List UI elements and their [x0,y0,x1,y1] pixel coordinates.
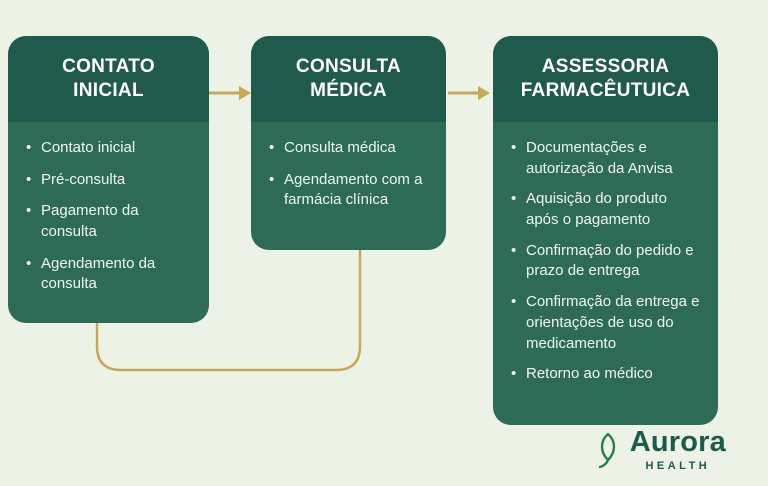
brand-name: Aurora [629,426,726,458]
card-header: CONSULTA MÉDICA [251,36,446,122]
logo-text: Aurora HEALTH [629,426,726,473]
card-assessoria-farmaceutica: ASSESSORIA FARMACÊUTUICA Documentações e… [493,36,718,425]
card-header: CONTATO INICIAL [8,36,209,122]
list-item: Consulta médica [269,138,430,159]
arrow-right-icon [209,86,251,100]
list-item: Confirmação da entrega e orientações de … [511,292,702,354]
logo: Aurora HEALTH [595,428,726,472]
bullet-list: Contato inicial Pré-consulta Pagamento d… [26,138,193,295]
arrow-right-icon [448,86,490,100]
list-item: Aquisição do produto após o pagamento [511,189,702,230]
card-title: CONTATO [62,55,155,77]
card-body: Contato inicial Pré-consulta Pagamento d… [8,122,209,318]
card-title: FARMACÊUTUICA [520,80,691,101]
list-item: Retorno ao médico [511,364,702,385]
card-contato-inicial: CONTATO INICIAL Contato inicial Pré-cons… [8,36,209,323]
card-body: Consulta médica Agendamento com a farmác… [251,122,446,234]
bullet-list: Consulta médica Agendamento com a farmác… [269,138,430,211]
list-item: Pré-consulta [26,170,193,191]
card-header: ASSESSORIA FARMACÊUTUICA [493,36,718,122]
card-title: CONSULTA [295,55,402,77]
list-item: Agendamento com a farmácia clínica [269,170,430,211]
card-title: ASSESSORIA [541,55,670,77]
bullet-list: Documentações e autorização da Anvisa Aq… [511,138,702,385]
list-item: Contato inicial [26,138,193,159]
card-title: MÉDICA [310,80,387,101]
card-title: INICIAL [73,80,144,101]
list-item: Documentações e autorização da Anvisa [511,138,702,179]
brand-subtitle: HEALTH [645,460,711,472]
list-item: Agendamento da consulta [26,254,193,295]
list-item: Confirmação do pedido e prazo de entrega [511,241,702,282]
card-consulta-medica: CONSULTA MÉDICA Consulta médica Agendame… [251,36,446,250]
list-item: Pagamento da consulta [26,201,193,242]
card-body: Documentações e autorização da Anvisa Aq… [493,122,718,407]
leaf-icon [595,431,621,469]
